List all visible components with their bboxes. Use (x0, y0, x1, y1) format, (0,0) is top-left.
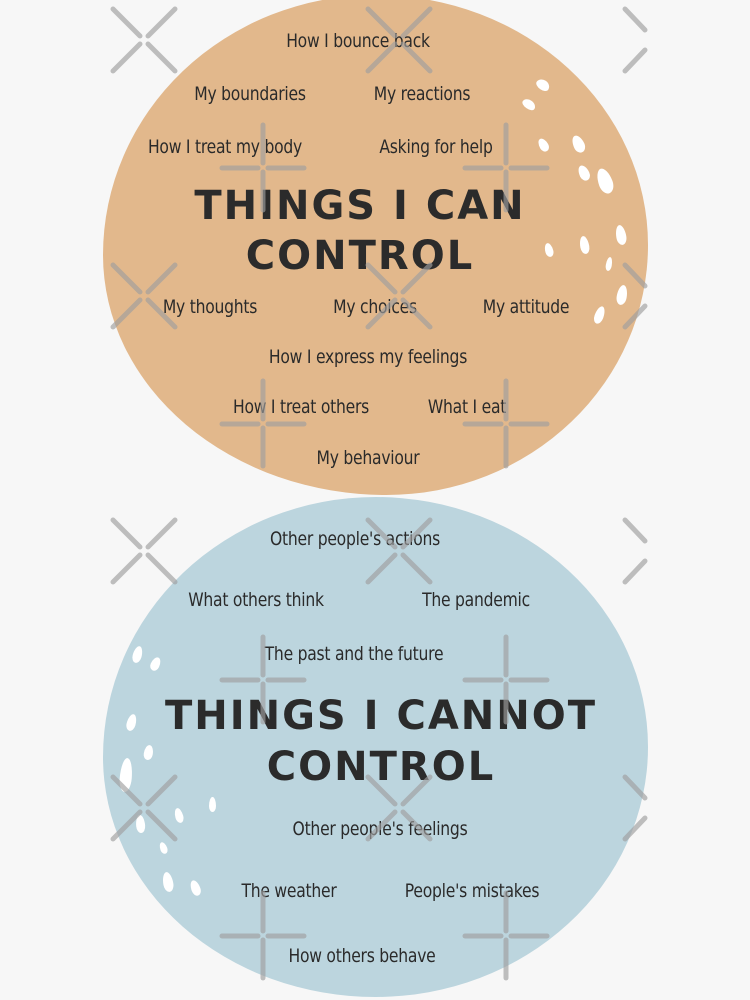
item-boundaries: My boundaries (194, 83, 306, 105)
sticker-can-control (103, 0, 648, 495)
item-what-i-eat: What I eat (427, 396, 507, 418)
item-asking-help: Asking for help (379, 136, 493, 158)
item-others-think: What others think (188, 589, 324, 611)
title-can-line1: THINGS I CAN (194, 183, 526, 229)
item-others-actions: Other people's actions (269, 528, 441, 550)
item-attitude: My attitude (482, 296, 570, 318)
item-others-behave: How others behave (288, 945, 436, 967)
sticker-cannot-control (103, 497, 648, 997)
item-past-future: The past and the future (264, 643, 444, 665)
title-can-line2: CONTROL (245, 233, 475, 279)
item-express-feelings: How I express my feelings (268, 346, 468, 368)
title-cannot-line2: CONTROL (266, 744, 496, 790)
item-pandemic: The pandemic (422, 589, 530, 611)
title-cannot-line1: THINGS I CANNOT (164, 693, 598, 739)
item-reactions: My reactions (373, 83, 471, 105)
item-thoughts: My thoughts (162, 296, 258, 318)
item-behaviour: My behaviour (316, 447, 420, 469)
item-treat-others: How I treat others (232, 396, 370, 418)
